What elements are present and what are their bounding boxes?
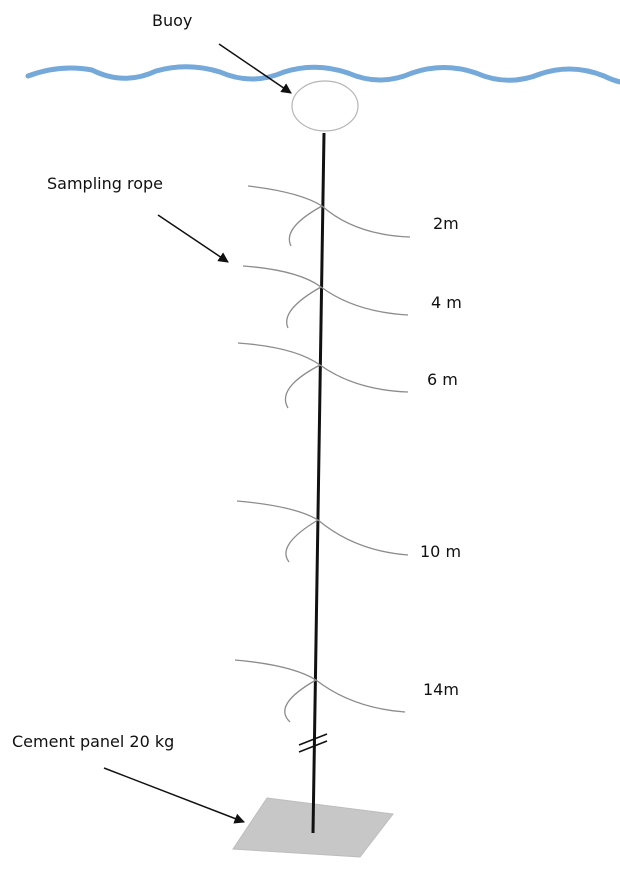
- depth-label-2m: 2m: [433, 214, 459, 233]
- water-surface-wave: [25, 64, 620, 85]
- buoy: [291, 80, 359, 132]
- depth-label-6m: 6 m: [427, 370, 458, 389]
- sampling-rope-4m: [242, 265, 409, 329]
- cement-panel-label: Cement panel 20 kg: [12, 732, 175, 751]
- sampling-rope-arrow: [157, 214, 229, 263]
- sampling-rope-2m: [247, 185, 411, 247]
- buoy-arrow: [218, 43, 292, 94]
- sampling-rope-6m: [237, 342, 409, 409]
- sampling-rope-label: Sampling rope: [47, 174, 163, 193]
- depth-label-4m: 4 m: [431, 293, 462, 312]
- sampling-rope-10m: [236, 500, 409, 563]
- cement-panel-arrow: [103, 767, 245, 824]
- buoy-label: Buoy: [152, 11, 193, 30]
- depth-label-14m: 14m: [423, 680, 459, 699]
- sampling-rope-14m: [234, 659, 406, 723]
- main-rope: [311, 132, 326, 834]
- depth-label-10m: 10 m: [420, 542, 462, 561]
- rope-break-mark-2: [298, 740, 328, 753]
- rope-break-mark-1: [298, 733, 328, 746]
